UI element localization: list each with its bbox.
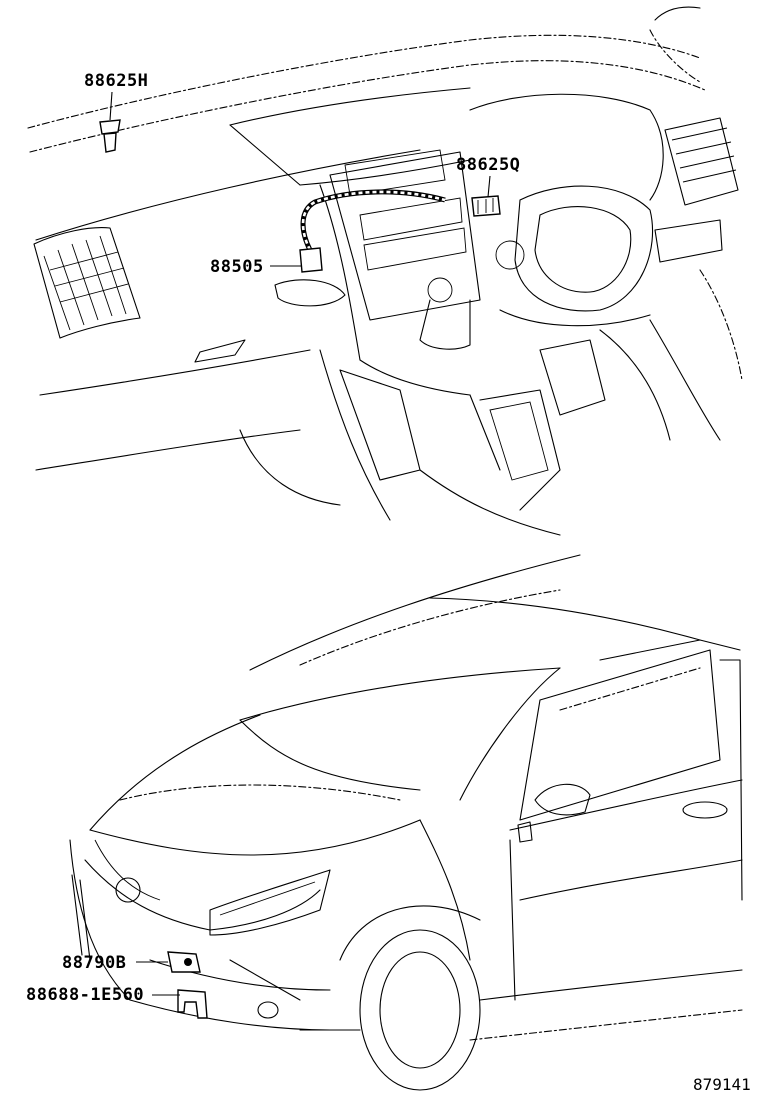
label-88625q: 88625Q	[456, 155, 520, 198]
label-88625h: 88625H	[84, 71, 148, 121]
label-88505-text: 88505	[210, 257, 264, 277]
label-88625q-text: 88625Q	[456, 155, 520, 175]
part-88688-1e560-bracket	[177, 989, 208, 1019]
label-88790b: 88790B	[62, 953, 168, 973]
part-88625h	[99, 119, 121, 153]
vehicle-illustration	[69, 554, 743, 1091]
reference-number: 879141	[693, 1075, 751, 1094]
label-88505: 88505	[210, 257, 302, 277]
part-88790b-sensor	[167, 951, 201, 973]
label-88688-1e560: 88688-1E560	[26, 985, 180, 1005]
part-88505-sensor	[274, 189, 446, 307]
dashboard-illustration	[27, 6, 743, 536]
label-88625h-text: 88625H	[84, 71, 148, 91]
label-88790b-text: 88790B	[62, 953, 126, 973]
part-88625q-connector	[471, 195, 501, 217]
label-88688-1e560-text: 88688-1E560	[26, 985, 144, 1005]
